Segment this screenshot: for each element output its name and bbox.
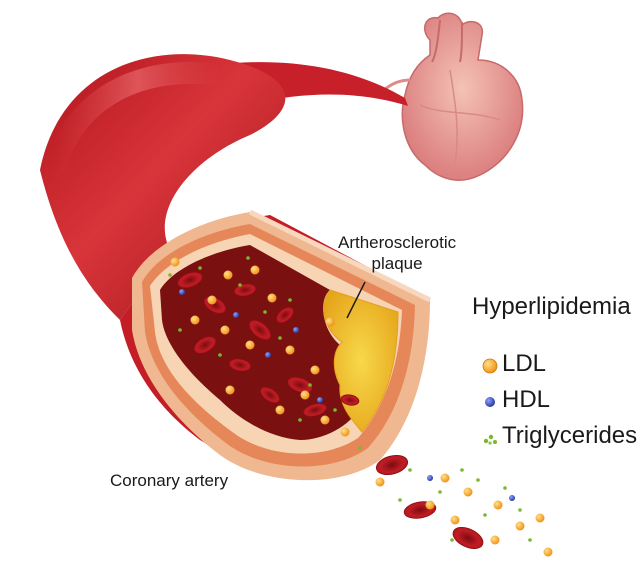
triglyceride-particle bbox=[518, 508, 522, 512]
legend-label-ldl: LDL bbox=[502, 350, 546, 378]
ldl-particle bbox=[276, 406, 285, 415]
hdl-particle bbox=[179, 289, 185, 295]
legend-label-hdl: HDL bbox=[502, 386, 550, 414]
triglyceride-particle bbox=[168, 273, 172, 277]
plaque-label-line2: plaque bbox=[338, 253, 456, 274]
ldl-particle bbox=[326, 318, 335, 327]
triglyceride-particle bbox=[528, 538, 532, 542]
triglyceride-particle bbox=[398, 498, 402, 502]
triglyceride-particle bbox=[483, 513, 487, 517]
ldl-particle bbox=[321, 416, 330, 425]
legend-label-triglycerides: Triglycerides bbox=[502, 422, 637, 450]
hdl-particle bbox=[509, 495, 515, 501]
ldl-particle bbox=[226, 386, 235, 395]
triglyceride-particle bbox=[238, 283, 242, 287]
hdl-particle bbox=[293, 327, 299, 333]
triglyceride-particle bbox=[298, 418, 302, 422]
red-blood-cell bbox=[450, 523, 487, 553]
ldl-particle bbox=[208, 296, 217, 305]
ldl-particle bbox=[251, 266, 260, 275]
hdl-particle bbox=[265, 352, 271, 358]
ldl-particle bbox=[246, 341, 255, 350]
ldl-particle bbox=[544, 548, 553, 557]
triglyceride-particle bbox=[408, 468, 412, 472]
ldl-particle bbox=[171, 258, 180, 267]
ldl-particle-icon bbox=[482, 358, 498, 374]
plaque-label-line1: Artherosclerotic bbox=[338, 232, 456, 253]
triglyceride-particles-icon bbox=[482, 430, 498, 446]
hdl-particle bbox=[317, 397, 323, 403]
ldl-particle bbox=[516, 522, 525, 531]
triglyceride-particle bbox=[178, 328, 182, 332]
triglyceride-particle bbox=[438, 490, 442, 494]
ldl-particle bbox=[311, 366, 320, 375]
triglyceride-particle bbox=[308, 383, 312, 387]
triglyceride-particle bbox=[450, 538, 454, 542]
triglyceride-particle bbox=[278, 336, 282, 340]
triglyceride-particle bbox=[476, 478, 480, 482]
triglyceride-particle bbox=[358, 446, 362, 450]
triglyceride-particle bbox=[333, 408, 337, 412]
ldl-particle bbox=[536, 514, 545, 523]
plaque-label: Artherosclerotic plaque bbox=[338, 232, 456, 274]
coronary-artery-label: Coronary artery bbox=[110, 471, 228, 491]
ldl-particle bbox=[286, 346, 295, 355]
hdl-particle-icon bbox=[482, 394, 498, 410]
ldl-particle bbox=[491, 536, 500, 545]
ldl-particle bbox=[441, 474, 450, 483]
hdl-particle bbox=[233, 312, 239, 318]
ldl-particle bbox=[494, 501, 503, 510]
triglyceride-particle bbox=[288, 298, 292, 302]
ldl-particle bbox=[376, 478, 385, 487]
ldl-particle bbox=[426, 501, 435, 510]
triglyceride-particle bbox=[503, 486, 507, 490]
hdl-particle bbox=[427, 475, 433, 481]
diagram-title: Hyperlipidemia bbox=[472, 293, 631, 321]
ldl-particle bbox=[301, 391, 310, 400]
triglyceride-particle bbox=[263, 310, 267, 314]
ldl-particle bbox=[464, 488, 473, 497]
ldl-particle bbox=[191, 316, 200, 325]
triglyceride-particle bbox=[198, 266, 202, 270]
triglyceride-particle bbox=[460, 468, 464, 472]
ldl-particle bbox=[341, 428, 350, 437]
ldl-particle bbox=[221, 326, 230, 335]
triglyceride-particle bbox=[218, 353, 222, 357]
ldl-particle bbox=[268, 294, 277, 303]
ldl-particle bbox=[451, 516, 460, 525]
triglyceride-particle bbox=[246, 256, 250, 260]
ldl-particle bbox=[224, 271, 233, 280]
